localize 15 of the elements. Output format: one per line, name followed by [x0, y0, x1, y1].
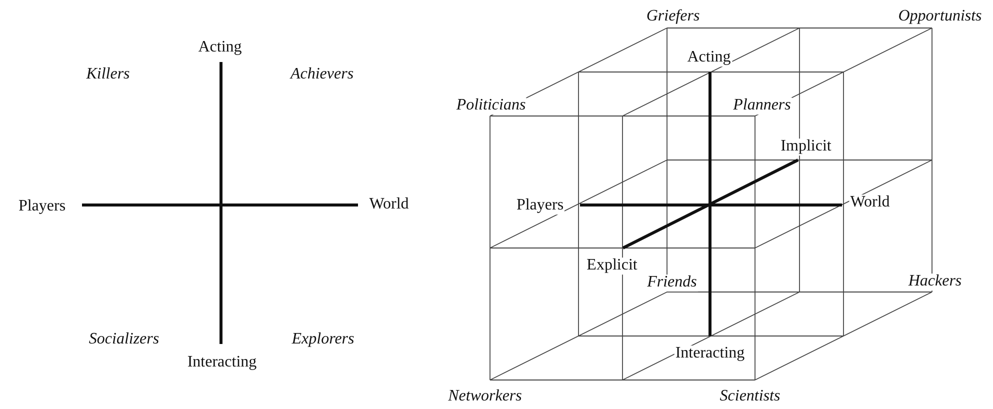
axis-label: Interacting [674, 346, 746, 362]
player-type-label: Hackers [907, 274, 963, 290]
player-type-label: Griefers [645, 8, 701, 26]
axis-label: Implicit [780, 138, 832, 156]
axis-label: Players [17, 198, 67, 216]
axis-label: Players [515, 198, 565, 214]
axis-label: Acting [197, 40, 243, 56]
axis-label: Explicit [586, 258, 638, 274]
player-type-label: Planners [732, 98, 792, 114]
player-type-label: Friends [646, 274, 698, 292]
player-type-label: Explorers [290, 332, 356, 348]
axis-label: Interacting [186, 354, 258, 372]
player-type-label: Opportunists [897, 8, 983, 26]
player-type-label: Politicians [455, 98, 527, 114]
axis-label: Acting [686, 50, 732, 66]
